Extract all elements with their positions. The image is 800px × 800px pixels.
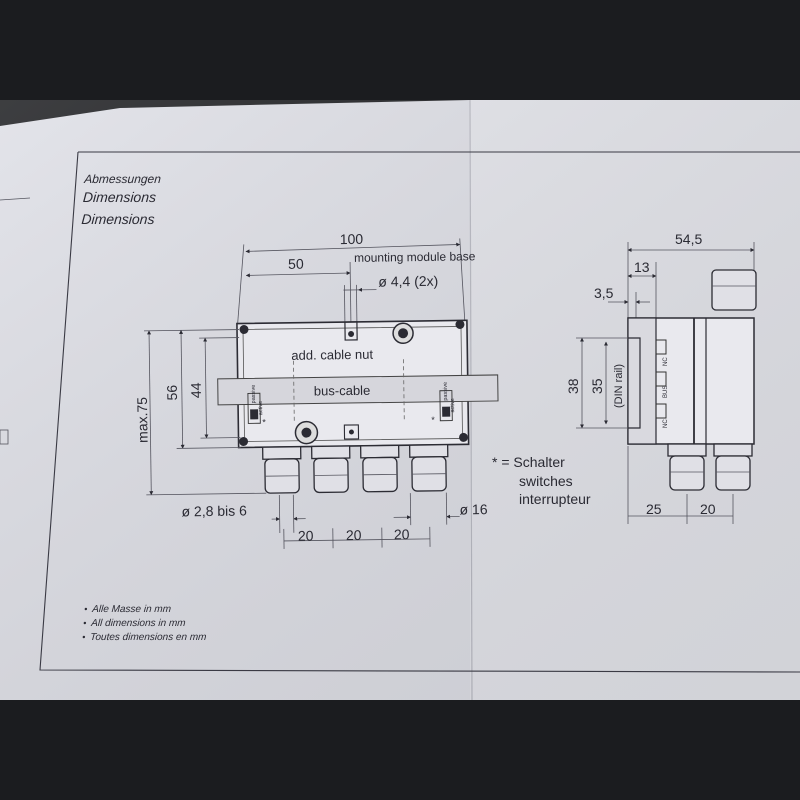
label-cable-nut: add. cable nut [291, 347, 373, 363]
legend-marker: * = Schalter [492, 454, 565, 470]
footnote-fr: Toutes dimensions en mm [90, 632, 207, 643]
page-frame [39, 151, 800, 673]
dim-hole: ø 4,4 (2x) [378, 273, 438, 290]
corner-screw [239, 436, 249, 446]
dim-line-max75 [147, 330, 154, 496]
dim-38: 38 [565, 378, 581, 394]
switch-right: passive active * [431, 382, 456, 425]
corner-screw [455, 319, 465, 329]
front-view: 100 50 mounting module base ø 4,4 (2x) a… [134, 231, 499, 549]
switch-left: passive active * [247, 385, 266, 427]
footnotes: • Alle Masse in mm • All dimensions in m… [82, 604, 207, 643]
dim-height-44: 44 [188, 382, 204, 398]
dim-13: 13 [634, 259, 650, 275]
footnote-en: All dimensions in mm [90, 618, 186, 629]
legend-switches: switches [519, 473, 573, 489]
connector-label-nc: NC [663, 357, 669, 366]
dim-line-pitch [283, 538, 430, 542]
dim-pitch: 20 [298, 528, 314, 544]
dim-3-5: 3,5 [594, 285, 614, 301]
dim-line-50 [245, 271, 351, 278]
legend-interrupteur: interrupteur [519, 491, 591, 507]
dim-line-56 [179, 329, 185, 449]
heading: Abmessungen Dimensions Dimensions [81, 172, 162, 227]
bus-cable [217, 374, 499, 406]
svg-text:•: • [83, 618, 87, 628]
margin-line [0, 197, 31, 201]
dim-height-56: 56 [164, 385, 180, 401]
dim-half-width: 50 [288, 256, 304, 272]
label-din-rail: (DIN rail) [613, 364, 625, 408]
heading-fr: Dimensions [81, 211, 155, 227]
dim-25: 25 [646, 501, 662, 517]
dim-pitch: 20 [394, 526, 410, 542]
dim-line-100 [245, 242, 461, 254]
switch-label-active: active [258, 401, 264, 415]
switch-label-active: active [450, 398, 456, 412]
dim-total-width: 100 [340, 231, 364, 247]
gland-top [711, 269, 757, 311]
dim-20: 20 [700, 501, 716, 517]
heading-de: Abmessungen [83, 172, 162, 186]
gland-bottom [667, 443, 707, 457]
connector-label-bus: BUS [663, 386, 669, 398]
dim-pitch: 20 [346, 527, 362, 543]
dim-cable-range: ø 2,8 bis 6 [181, 502, 247, 519]
switch-label-passive: passive [443, 382, 449, 401]
corner-screw [459, 432, 469, 442]
margin-mark [0, 429, 9, 445]
connector-label-nc: NC [663, 419, 669, 428]
dim-gland: ø 16 [459, 501, 487, 517]
gland-bottom [713, 443, 753, 457]
dim-35: 35 [589, 378, 605, 394]
dim-line-44 [203, 337, 209, 439]
corner-screw [239, 324, 249, 334]
label-bus-cable: bus-cable [314, 383, 371, 399]
din-rail-slot [628, 337, 641, 429]
footnote-de: Alle Masse in mm [91, 604, 172, 615]
svg-text:*: * [431, 415, 435, 425]
label-mounting: mounting module base [354, 249, 476, 265]
switch-label-passive: passive [251, 385, 257, 404]
dim-max-height: max.75 [134, 397, 151, 443]
svg-text:•: • [84, 604, 88, 614]
legend-switches: * = Schalter switches interrupteur [492, 454, 591, 507]
cable-glands [261, 443, 449, 494]
side-view: 54,5 13 3,5 NC BUS NC 38 35 (DIN [565, 231, 757, 524]
heading-en: Dimensions [82, 189, 156, 205]
dim-depth: 54,5 [675, 231, 702, 247]
svg-text:*: * [262, 417, 266, 427]
svg-text:•: • [82, 632, 86, 642]
